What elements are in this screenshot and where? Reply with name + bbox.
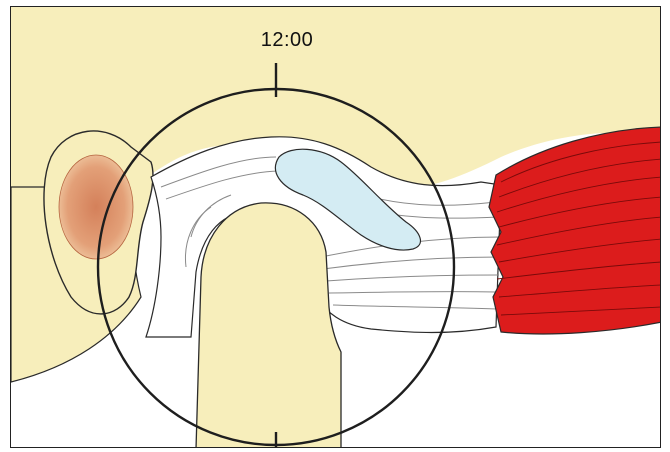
ear-highlight (59, 155, 133, 259)
lateral-pterygoid-muscle (489, 127, 661, 334)
diagram-frame: 12:00 (10, 6, 661, 448)
clock-label-12: 12:00 (247, 29, 327, 52)
tmj-illustration (11, 7, 661, 448)
mandibular-condyle (196, 203, 341, 448)
